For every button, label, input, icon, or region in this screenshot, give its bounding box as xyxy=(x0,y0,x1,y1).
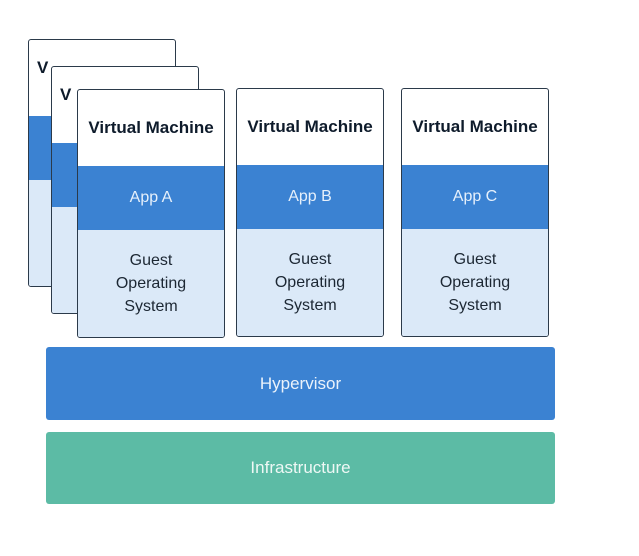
guest-os-layer: Guest Operating System xyxy=(78,230,224,337)
vm-title: V xyxy=(60,85,72,104)
virtual-machine-a: Virtual Machine App A Guest Operating Sy… xyxy=(77,89,225,338)
vm-title: V xyxy=(37,58,49,77)
guest-os-layer: Guest Operating System xyxy=(237,229,383,336)
virtual-machine-c: Virtual Machine App C Guest Operating Sy… xyxy=(401,88,549,337)
vm-title: Virtual Machine xyxy=(247,117,373,136)
infrastructure-layer: Infrastructure xyxy=(46,432,555,504)
vm-title: Virtual Machine xyxy=(88,118,214,137)
vm-title: Virtual Machine xyxy=(412,117,538,136)
app-b-layer: App B xyxy=(237,165,383,229)
app-c-layer: App C xyxy=(402,165,548,229)
hypervisor-layer: Hypervisor xyxy=(46,347,555,420)
guest-os-layer: Guest Operating System xyxy=(402,229,548,336)
virtual-machine-b: Virtual Machine App B Guest Operating Sy… xyxy=(236,88,384,337)
app-a-layer: App A xyxy=(78,166,224,230)
